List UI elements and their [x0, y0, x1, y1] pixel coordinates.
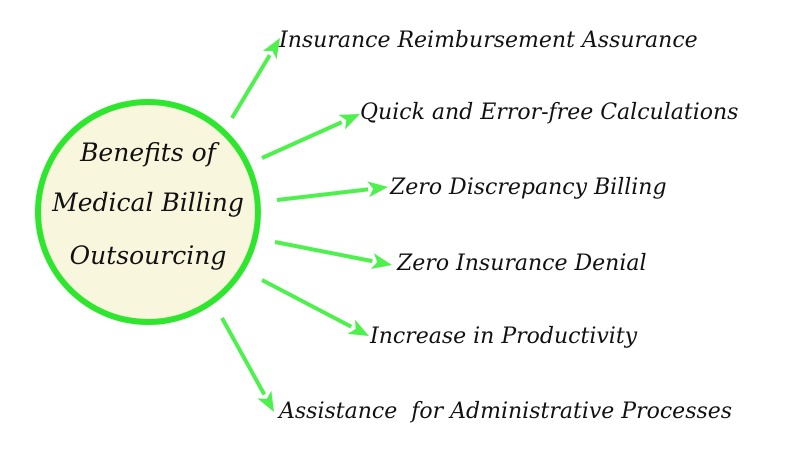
- center-circle: [35, 99, 261, 325]
- benefit-label: Increase in Productivity: [370, 324, 638, 349]
- center-title-line-1: Benefits of: [80, 138, 216, 167]
- arrow-icon: [261, 278, 369, 336]
- benefit-label: Assistance for Administrative Processes: [279, 399, 733, 424]
- arrow-icon: [274, 240, 392, 269]
- benefit-label: Insurance Reimbursement Assurance: [279, 28, 698, 53]
- arrow-icon: [220, 317, 274, 412]
- center-title-line-3: Outsourcing: [69, 241, 227, 270]
- arrow-icon: [276, 181, 388, 202]
- benefit-label: Zero Discrepancy Billing: [390, 175, 667, 200]
- center-title-line-2: Medical Billing: [52, 188, 244, 217]
- arrow-icon: [230, 38, 280, 120]
- arrow-icon: [261, 114, 360, 160]
- benefit-label: Zero Insurance Denial: [397, 251, 647, 276]
- benefit-label: Quick and Error-free Calculations: [360, 100, 739, 125]
